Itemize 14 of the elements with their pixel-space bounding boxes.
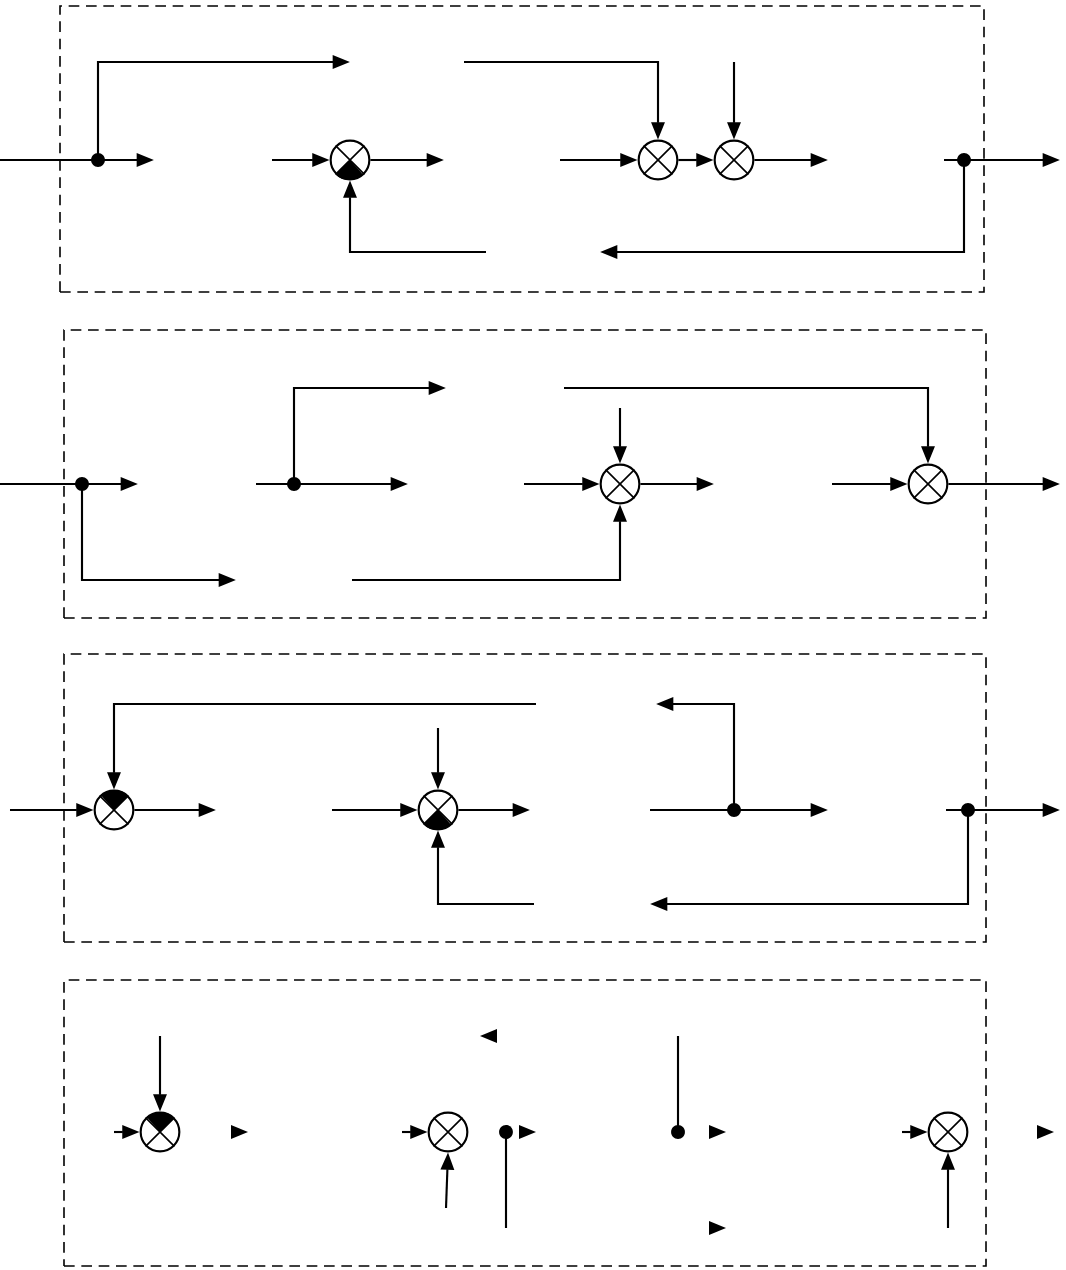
dashed-frame (63, 329, 987, 619)
summing-junction (637, 139, 679, 181)
summing-junction (927, 1111, 969, 1153)
summing-junction (139, 1111, 181, 1153)
summing-junction (427, 1111, 469, 1153)
summing-junction (93, 789, 135, 831)
summing-junction (713, 139, 755, 181)
dashed-frame (63, 979, 987, 1267)
summing-junction (329, 139, 371, 181)
summing-junction (417, 789, 459, 831)
summing-junction (599, 463, 641, 505)
dashed-frame (63, 653, 987, 943)
dashed-frame (59, 5, 985, 293)
summing-junction (907, 463, 949, 505)
